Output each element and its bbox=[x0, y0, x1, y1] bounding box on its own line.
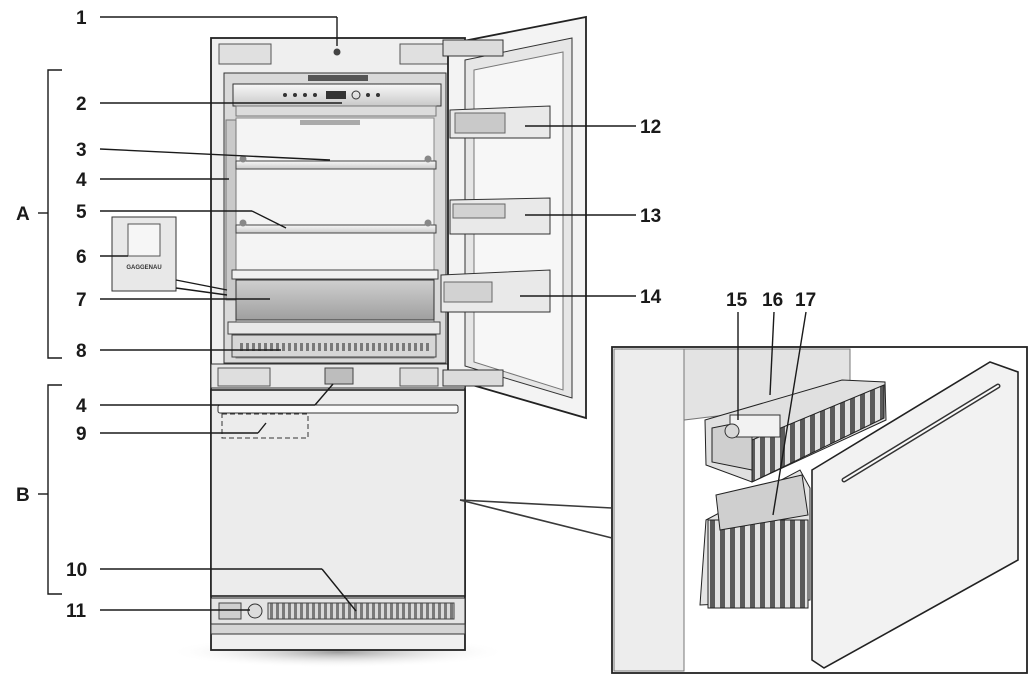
inset-connector-lines bbox=[459, 499, 613, 539]
callout-17: 17 bbox=[795, 290, 816, 311]
light-sensor bbox=[333, 48, 341, 56]
callout-16: 16 bbox=[762, 290, 783, 311]
fan-grate bbox=[300, 120, 360, 125]
refrigerator bbox=[168, 37, 508, 668]
callout-2: 2 bbox=[76, 94, 87, 115]
callout-3: 3 bbox=[76, 140, 87, 161]
ventilation-grille bbox=[267, 602, 455, 620]
thermostat-inset: GAGGENAU bbox=[111, 216, 177, 292]
callout-11: 11 bbox=[66, 601, 87, 622]
light-cover bbox=[235, 105, 437, 117]
section-brackets bbox=[38, 69, 62, 595]
shelf-support bbox=[424, 219, 432, 227]
callout-14: 14 bbox=[640, 287, 662, 308]
shelf-support bbox=[424, 155, 432, 163]
callout-9: 9 bbox=[76, 424, 87, 445]
section-b-label: B bbox=[16, 485, 30, 506]
ice-tray-knob-icon bbox=[724, 423, 740, 439]
divider bbox=[715, 474, 809, 531]
callout-6: 6 bbox=[76, 247, 87, 268]
top-vent-right bbox=[399, 43, 449, 65]
glass-shelf-lower bbox=[235, 224, 437, 234]
thermostat-brand: GAGGENAU bbox=[126, 265, 161, 271]
callout-8: 8 bbox=[76, 341, 87, 362]
bracket-a bbox=[47, 69, 62, 359]
fresh-drawer bbox=[235, 279, 435, 321]
callout-5: 5 bbox=[76, 202, 87, 223]
control-buttons bbox=[283, 90, 380, 100]
callout-4-fridge: 4 bbox=[76, 170, 87, 191]
shelf-support bbox=[239, 155, 247, 163]
light-strip-left bbox=[225, 119, 237, 301]
freezer-drawer-front bbox=[210, 389, 466, 597]
drawer-front-panel bbox=[811, 361, 1019, 669]
leader-lines bbox=[99, 16, 807, 612]
ice-maker-outline bbox=[221, 413, 309, 439]
control-slot bbox=[308, 75, 368, 81]
lower-hinge bbox=[442, 369, 504, 387]
door-bin-middle-front bbox=[452, 203, 506, 219]
fan-switch-icon bbox=[247, 603, 263, 619]
section-a-label: A bbox=[16, 204, 30, 225]
base-plinth bbox=[210, 623, 466, 635]
lower-basket-mesh bbox=[707, 519, 809, 609]
refrigerator-door bbox=[440, 15, 587, 420]
inset-cabinet-side bbox=[613, 348, 685, 672]
freezer-handle bbox=[217, 404, 459, 414]
callout-10: 10 bbox=[66, 560, 87, 581]
drawer-handle-highlight bbox=[843, 385, 999, 481]
drawer-cover bbox=[231, 269, 439, 280]
switch-block bbox=[218, 602, 242, 620]
callout-labels: 1 2 3 4 5 6 7 8 4 9 10 11 12 13 14 15 16… bbox=[16, 8, 816, 622]
callout-7: 7 bbox=[76, 290, 87, 311]
bracket-b bbox=[47, 384, 62, 595]
shelf-support bbox=[239, 219, 247, 227]
hinge-vent-right bbox=[399, 367, 439, 387]
thermostat-screen bbox=[127, 223, 161, 257]
hinge-vent-left bbox=[217, 367, 271, 387]
callout-1: 1 bbox=[76, 8, 87, 29]
freezer-light bbox=[324, 367, 354, 385]
door-bin-upper-window bbox=[454, 112, 506, 134]
upper-hinge bbox=[442, 39, 504, 57]
crisper-cover bbox=[227, 321, 441, 335]
freezer-detail-inset bbox=[611, 346, 1028, 674]
door-bin-lower-front bbox=[443, 281, 493, 303]
callout-4-freezer: 4 bbox=[76, 396, 87, 417]
callout-12: 12 bbox=[640, 117, 661, 138]
callout-15: 15 bbox=[726, 290, 748, 311]
top-vent-left bbox=[218, 43, 272, 65]
crisper-grille bbox=[238, 343, 430, 351]
glass-shelf-upper bbox=[235, 160, 437, 170]
callout-13: 13 bbox=[640, 206, 661, 227]
